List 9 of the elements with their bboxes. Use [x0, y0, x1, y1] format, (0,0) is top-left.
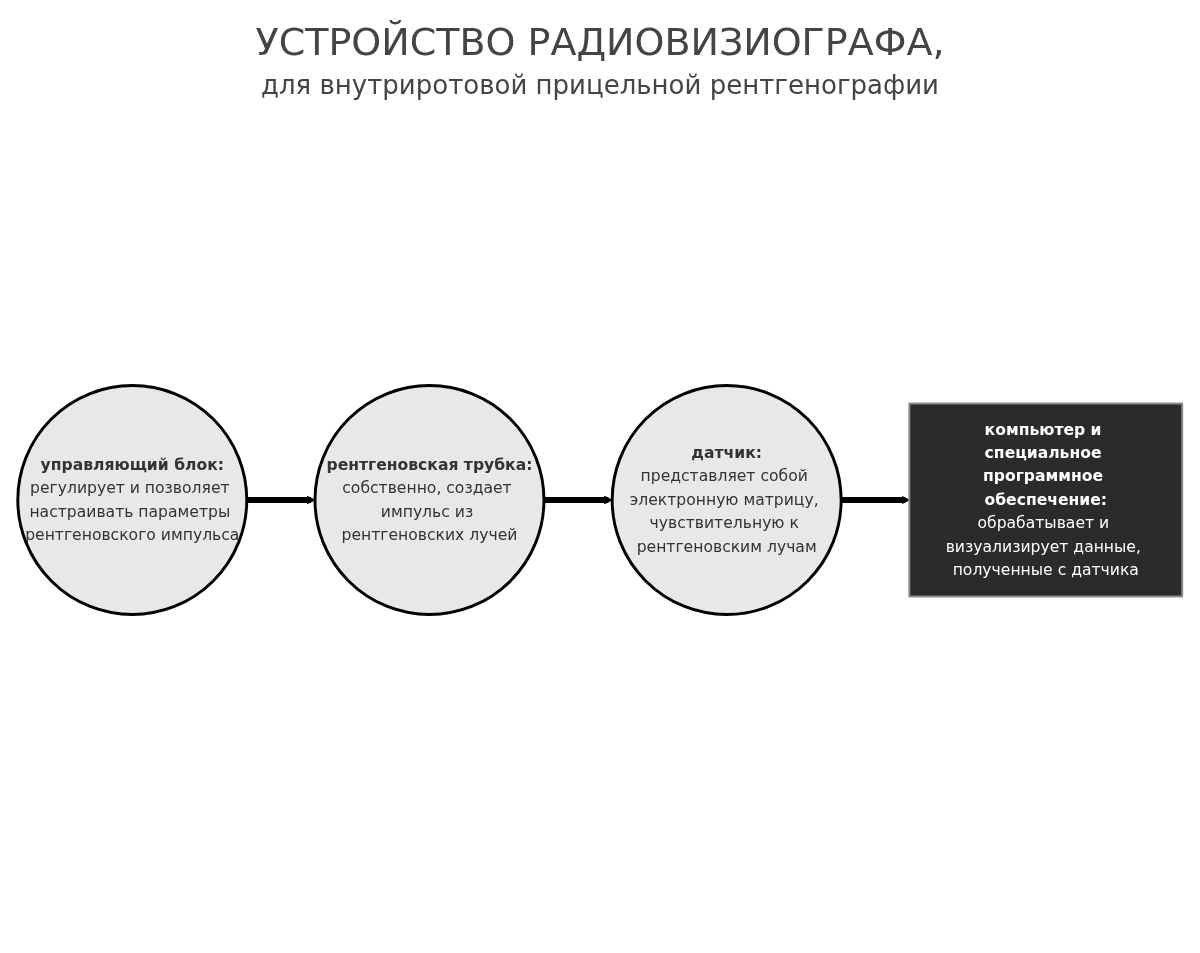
- arrow: [246, 495, 316, 505]
- arrow: [841, 495, 910, 505]
- diagram-title: УСТРОЙСТВО РАДИОВИЗИОГРАФА,: [255, 20, 945, 64]
- arrow: [543, 495, 613, 505]
- node-circle: рентгеновская трубка: собственно, создает импульс из рентгеновских лучей: [313, 384, 546, 616]
- subtitle: для внутриротовой прицельной рентгенографии: [260, 70, 939, 100]
- node-box: компьютер и специальное программное обеспечение: обрабатывает и визуализирует данные, полученные с датчика: [908, 402, 1184, 598]
- node-circle: управляющий блок: регулирует и позволяет настраивать параметры рентгеновского импульса: [16, 384, 249, 616]
- node-circle: датчик: представляет собой электронную матрицу, чувствительную к рентгеновским лучам: [610, 384, 843, 616]
